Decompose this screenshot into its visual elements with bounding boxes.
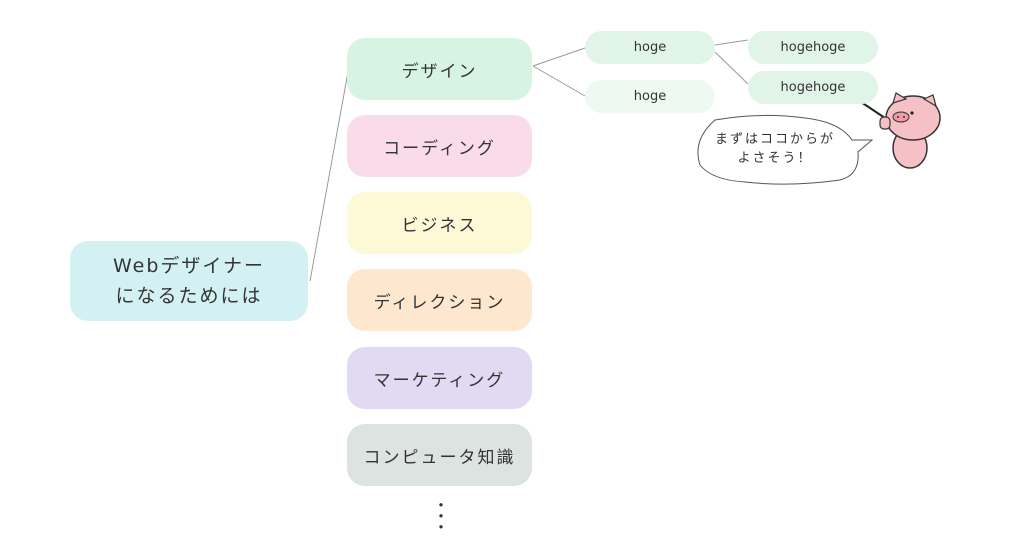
connector-design-hoge1 [532,47,586,67]
pig-illustration [855,92,941,169]
connector-root-design [309,71,349,282]
grandchild-hogehoge-1[interactable]: hogehoge [748,31,878,64]
root-label-line1: Webデザイナー [112,255,266,277]
root-node[interactable]: Webデザイナー になるためには [70,241,308,321]
category-design[interactable]: デザイン [347,38,532,100]
connector-hoge-hogehoge2 [714,51,749,85]
design-child-hoge-2[interactable]: hoge [585,80,715,113]
speech-line1: まずはココからが [714,132,835,147]
root-label-line2: になるためには [115,285,263,307]
connector-hoge-hogehoge1 [714,39,749,46]
connector-design-hoge2 [532,65,586,97]
grandchild-hogehoge-2[interactable]: hogehoge [748,71,878,104]
category-coding[interactable]: コーディング [347,115,532,177]
category-computer-knowledge[interactable]: コンピュータ知識 [347,424,532,486]
category-marketing[interactable]: マーケティング [347,347,532,409]
category-direction[interactable]: ディレクション [347,269,532,331]
speech-bubble [697,114,874,185]
speech-bubble-text: まずはココからが よさそう！ [700,130,850,168]
category-business[interactable]: ビジネス [347,192,532,254]
more-ellipsis: ・・・ [433,496,450,537]
speech-line2: よさそう！ [737,151,813,166]
design-child-hoge-1[interactable]: hoge [585,31,715,64]
